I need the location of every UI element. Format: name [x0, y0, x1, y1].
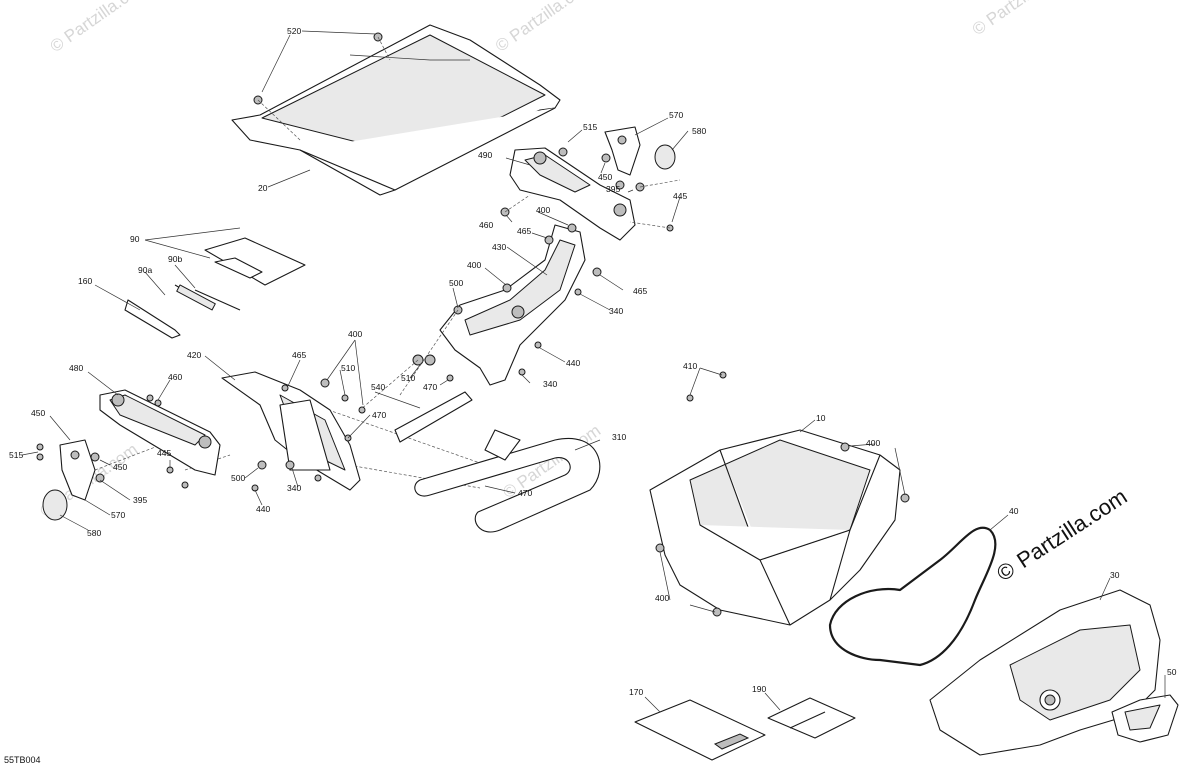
- callout-500[interactable]: 500: [449, 278, 463, 288]
- callout-470[interactable]: 470: [372, 410, 386, 420]
- part-20-tray[interactable]: [231, 24, 561, 196]
- callout-340[interactable]: 340: [287, 483, 301, 493]
- callout-470[interactable]: 470: [423, 382, 437, 392]
- callout-500[interactable]: 500: [231, 473, 245, 483]
- callout-470[interactable]: 470: [518, 488, 532, 498]
- callout-450[interactable]: 450: [31, 408, 45, 418]
- part-50-latch[interactable]: [1111, 694, 1179, 743]
- brand-symbol: ©: [992, 556, 1019, 586]
- part-490-bracket[interactable]: [509, 147, 636, 241]
- callout-400[interactable]: 400: [467, 260, 481, 270]
- callout-340[interactable]: 340: [609, 306, 623, 316]
- callout-400[interactable]: 400: [536, 205, 550, 215]
- callout-515[interactable]: 515: [9, 450, 23, 460]
- callout-570[interactable]: 570: [669, 110, 683, 120]
- callout-445[interactable]: 445: [673, 191, 687, 201]
- callout-440[interactable]: 440: [256, 504, 270, 514]
- callout-400[interactable]: 400: [655, 593, 669, 603]
- diagram-code: 55TB004: [4, 755, 41, 765]
- callout-395[interactable]: 395: [133, 495, 147, 505]
- leader-lines: [21, 30, 1166, 713]
- watermark-1: © Partzilla.com: [47, 0, 152, 56]
- callout-190[interactable]: 190: [752, 684, 766, 694]
- part-90-toolkit[interactable]: [124, 237, 306, 339]
- callout-570[interactable]: 570: [111, 510, 125, 520]
- watermark-2: © Partzilla.com: [492, 0, 597, 56]
- callout-400[interactable]: 400: [348, 329, 362, 339]
- part-420-plate[interactable]: [221, 371, 361, 491]
- part-480-bracket[interactable]: [99, 389, 221, 476]
- callout-540[interactable]: 540: [371, 382, 385, 392]
- callouts: 520 20 515 570 580 490 450 395 445 460 4…: [9, 26, 1177, 697]
- part-570-left-plate[interactable]: [59, 439, 96, 501]
- callout-465[interactable]: 465: [517, 226, 531, 236]
- brand-text: Partzilla.com: [1012, 484, 1131, 574]
- callout-90b[interactable]: 90b: [168, 254, 182, 264]
- callout-465[interactable]: 465: [292, 350, 306, 360]
- callout-450[interactable]: 450: [113, 462, 127, 472]
- callout-480[interactable]: 480: [69, 363, 83, 373]
- callout-20[interactable]: 20: [258, 183, 268, 193]
- callout-580[interactable]: 580: [692, 126, 706, 136]
- callout-420[interactable]: 420: [187, 350, 201, 360]
- part-580-left-cap[interactable]: [42, 489, 68, 521]
- part-30-cover[interactable]: [929, 589, 1161, 756]
- callout-520[interactable]: 520: [287, 26, 301, 36]
- callout-10[interactable]: 10: [816, 413, 826, 423]
- part-10-box[interactable]: [649, 429, 901, 626]
- part-570-plate[interactable]: [604, 126, 641, 176]
- callout-410[interactable]: 410: [683, 361, 697, 371]
- callout-400[interactable]: 400: [866, 438, 880, 448]
- callout-580[interactable]: 580: [87, 528, 101, 538]
- part-170-manual[interactable]: [634, 699, 766, 761]
- callout-450[interactable]: 450: [598, 172, 612, 182]
- callout-395[interactable]: 395: [606, 184, 620, 194]
- callout-90[interactable]: 90: [130, 234, 140, 244]
- part-40-seal[interactable]: [828, 526, 997, 667]
- callout-440[interactable]: 440: [566, 358, 580, 368]
- callout-460[interactable]: 460: [168, 372, 182, 382]
- part-540-bar[interactable]: [394, 391, 473, 443]
- callout-465[interactable]: 465: [633, 286, 647, 296]
- part-580-cap[interactable]: [654, 144, 676, 170]
- callout-310[interactable]: 310: [612, 432, 626, 442]
- callout-515[interactable]: 515: [583, 122, 597, 132]
- callout-90a[interactable]: 90a: [138, 265, 152, 275]
- callout-40[interactable]: 40: [1009, 506, 1019, 516]
- part-190-booklet[interactable]: [767, 697, 856, 739]
- callout-30[interactable]: 30: [1110, 570, 1120, 580]
- callout-460[interactable]: 460: [479, 220, 493, 230]
- callout-510[interactable]: 510: [401, 373, 415, 383]
- callout-430[interactable]: 430: [492, 242, 506, 252]
- callout-490[interactable]: 490: [478, 150, 492, 160]
- watermark-3: © Partzilla.com: [969, 0, 1074, 39]
- callout-160[interactable]: 160: [78, 276, 92, 286]
- callout-510[interactable]: 510: [341, 363, 355, 373]
- callout-445[interactable]: 445: [157, 448, 171, 458]
- callout-170[interactable]: 170: [629, 687, 643, 697]
- callout-340[interactable]: 340: [543, 379, 557, 389]
- callout-50[interactable]: 50: [1167, 667, 1177, 677]
- part-430-arm[interactable]: [439, 224, 586, 386]
